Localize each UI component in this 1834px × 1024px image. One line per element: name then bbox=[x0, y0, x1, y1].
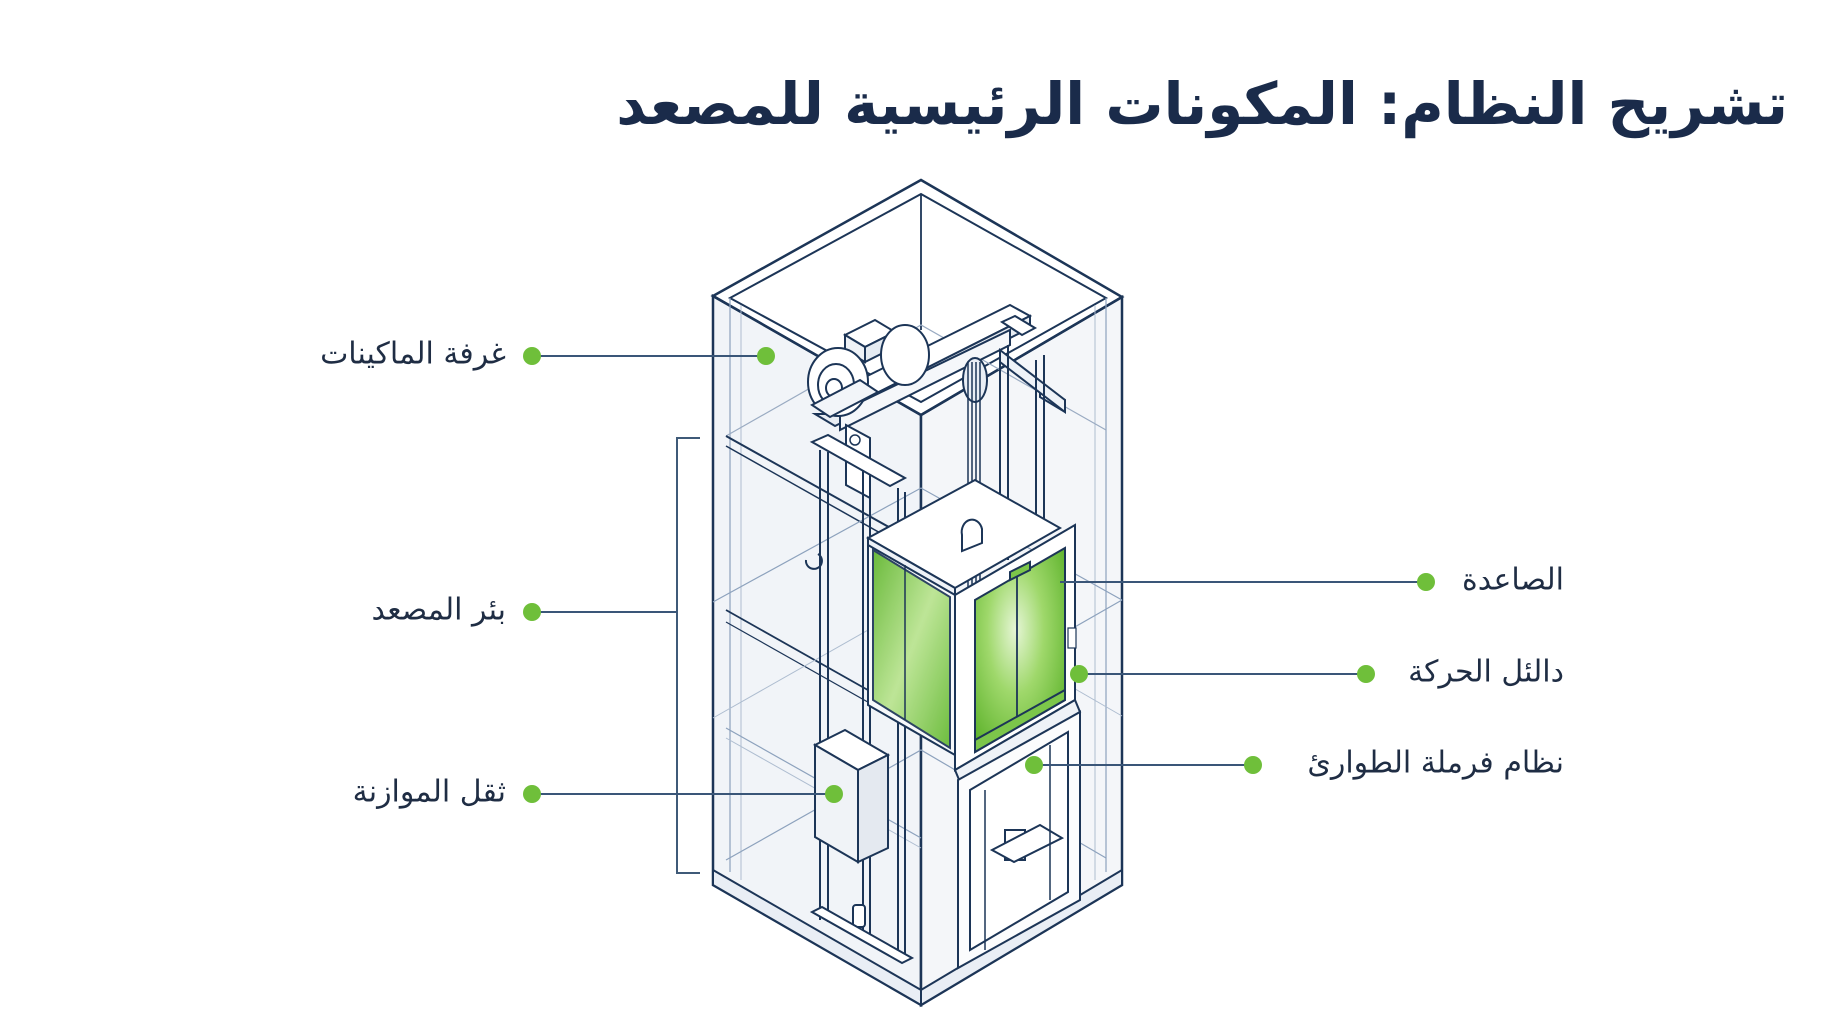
pit-buffer bbox=[957, 710, 1081, 970]
callout-dot bbox=[1417, 573, 1435, 591]
label-shaft: بئر المصعد bbox=[371, 592, 506, 628]
callout-dot bbox=[825, 785, 843, 803]
callout-dot bbox=[757, 347, 775, 365]
callout-dot bbox=[1244, 756, 1262, 774]
callout-dot bbox=[523, 347, 541, 365]
callout-car bbox=[1060, 573, 1435, 591]
label-car: الصاعدة bbox=[1462, 562, 1564, 598]
callout-emergency-brake bbox=[1025, 756, 1262, 774]
callout-shaft bbox=[523, 603, 677, 621]
label-counterweight: ثقل الموازنة bbox=[352, 774, 506, 810]
label-emergency-brake: نظام فرملة الطوارئ bbox=[1307, 745, 1564, 781]
label-machine-room: غرفة الماكينات bbox=[320, 336, 506, 372]
label-guide-rails: دالئل الحركة bbox=[1408, 654, 1564, 690]
diagram-title: تشريح النظام: المكونات الرئيسية للمصعد bbox=[616, 70, 1788, 138]
callout-dot bbox=[1357, 665, 1375, 683]
callout-dot bbox=[1070, 665, 1088, 683]
callout-machine-room bbox=[523, 347, 775, 365]
counterweight bbox=[809, 728, 915, 965]
callout-dot bbox=[523, 603, 541, 621]
callout-dot bbox=[1025, 756, 1043, 774]
callout-guide-rails bbox=[1070, 665, 1375, 683]
callout-counterweight bbox=[523, 785, 843, 803]
callout-dot bbox=[523, 785, 541, 803]
shaft-bracket bbox=[676, 437, 700, 874]
